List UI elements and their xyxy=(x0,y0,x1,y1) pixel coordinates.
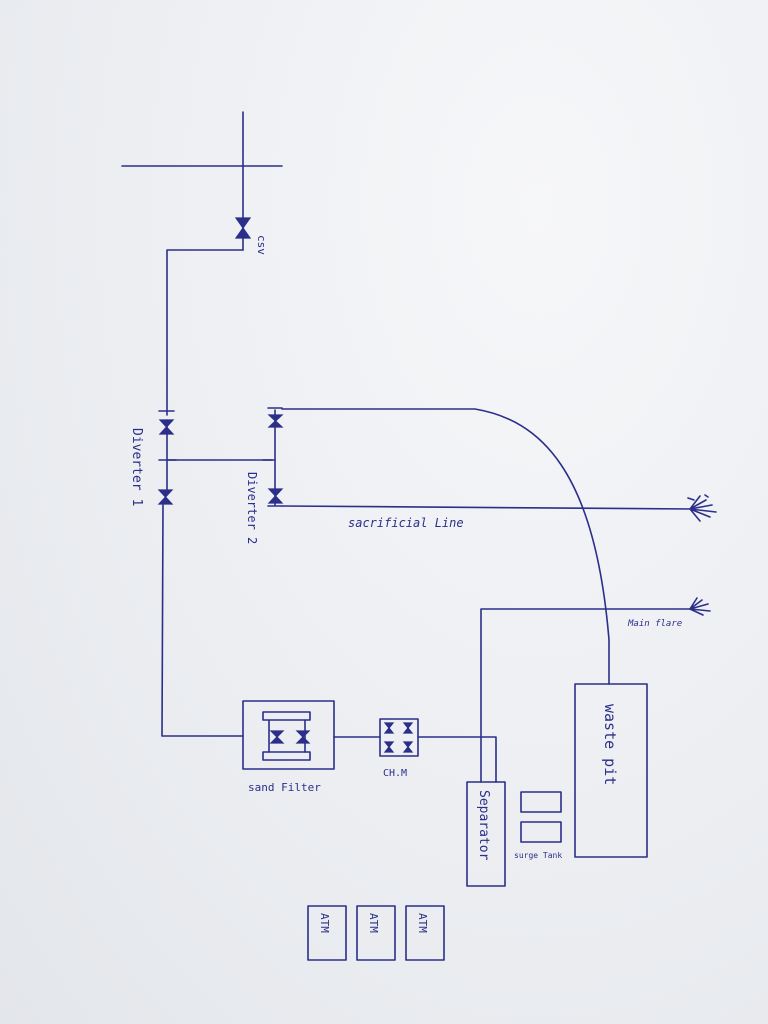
csv-label: csv xyxy=(255,235,268,255)
sacrificial-line xyxy=(281,505,693,510)
waste-pit-line xyxy=(281,408,610,685)
wellhead-cross xyxy=(121,111,283,251)
separator-box xyxy=(466,781,506,887)
atm-tank-2 xyxy=(356,905,396,961)
atm-tank-3 xyxy=(405,905,445,961)
separator-label: Separator xyxy=(476,790,491,861)
sacrificial-line-label: sacrificial Line xyxy=(348,516,464,530)
main-flare-icon xyxy=(689,597,711,616)
diverter-1-label: Diverter 1 xyxy=(129,428,144,506)
sacrificial-flare-icon xyxy=(687,494,717,522)
waste-pit-box xyxy=(574,683,648,858)
csv-valve xyxy=(234,217,252,239)
surge-tank-upper xyxy=(520,791,562,813)
diverter-2-valves xyxy=(267,407,284,507)
main-flare-line xyxy=(480,608,693,783)
diverter-1-valves xyxy=(157,410,177,505)
surge-tank-label: surge Tank xyxy=(514,851,562,860)
chm-label: CH.M xyxy=(383,768,407,779)
main-flare-label: Main flare xyxy=(627,619,682,629)
sand-filter xyxy=(242,700,335,770)
main-line xyxy=(161,249,244,737)
atm-tank-2-label: ATM xyxy=(367,913,380,933)
diverter-2-label: Diverter 2 xyxy=(245,472,259,544)
atm-tank-1-label: ATM xyxy=(318,913,331,933)
chm-to-separator-line xyxy=(417,736,497,783)
atm-tank-3-label: ATM xyxy=(416,913,429,933)
surge-tank-lower xyxy=(520,821,562,843)
sand-filter-label: sand Filter xyxy=(248,781,321,794)
chm-manifold xyxy=(379,718,419,757)
atm-tank-1 xyxy=(307,905,347,961)
waste-pit-label: waste pit xyxy=(601,704,619,785)
